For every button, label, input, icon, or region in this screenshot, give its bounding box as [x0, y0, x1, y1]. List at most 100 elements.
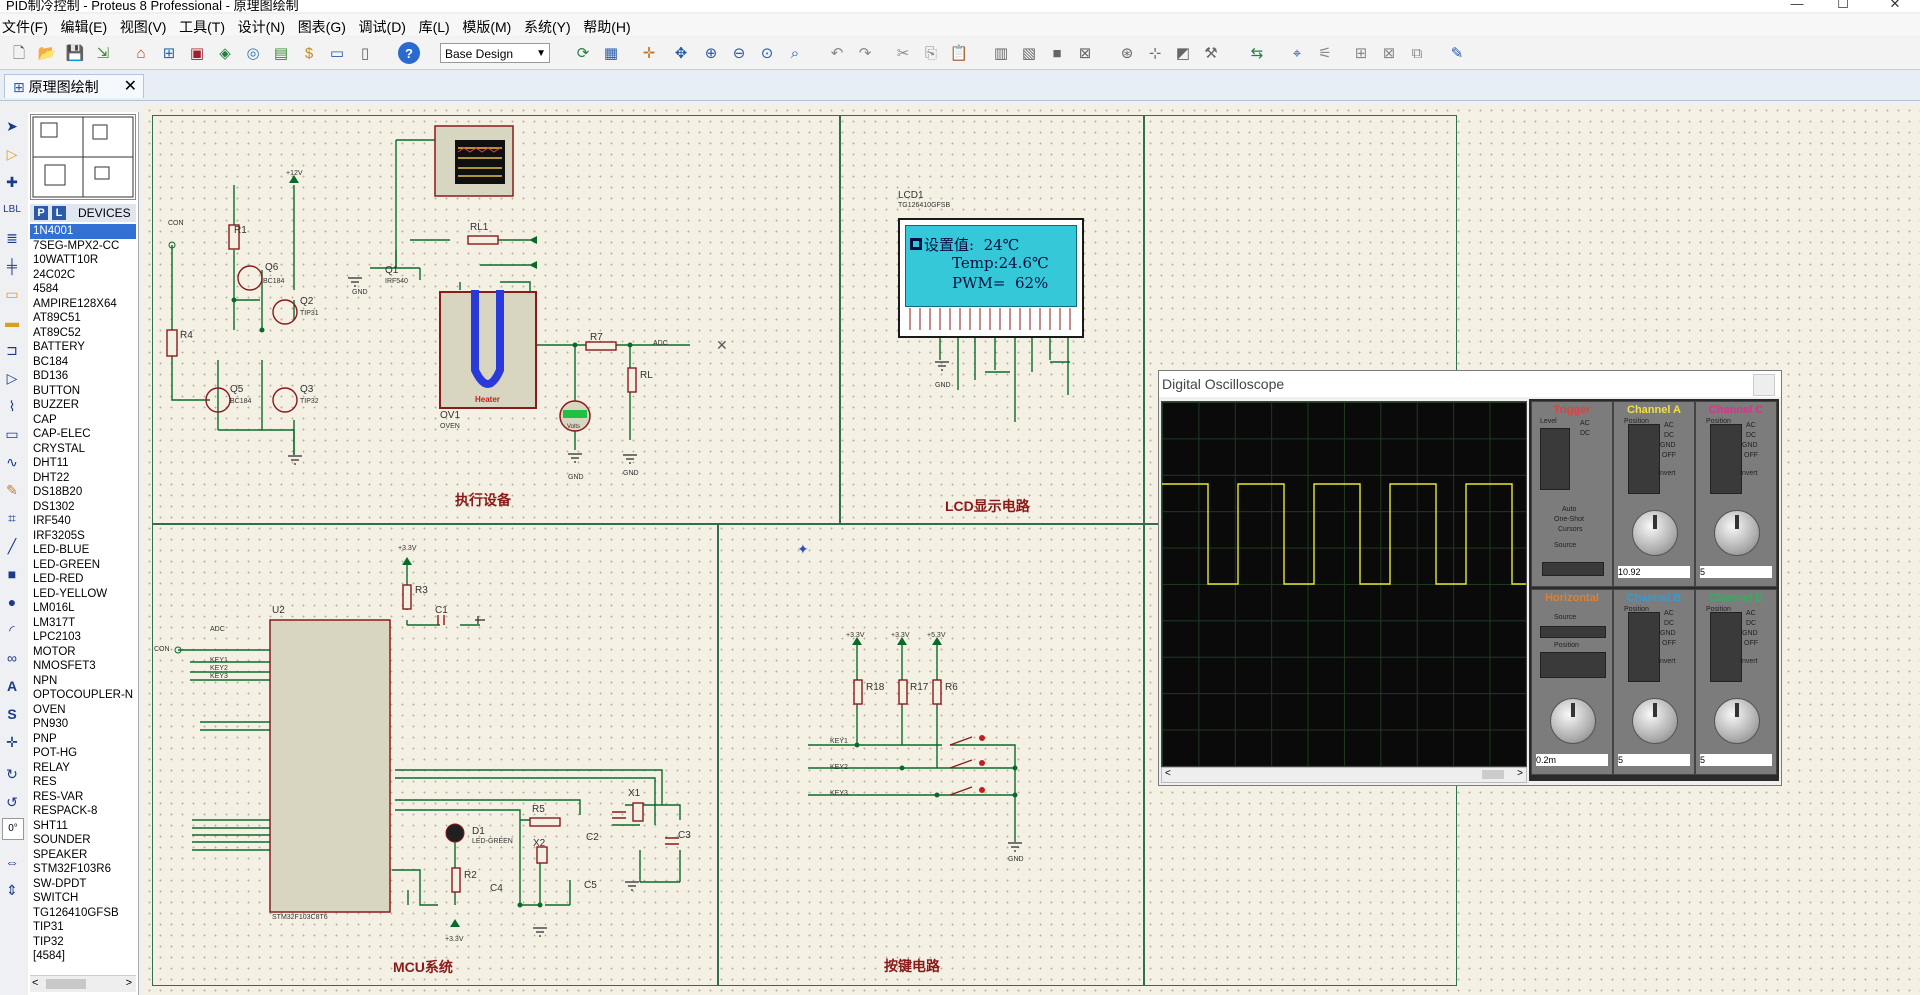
undo-icon[interactable]: ↶ [830, 44, 844, 62]
device-list-item[interactable]: SOUNDER [33, 834, 91, 846]
junction-dot-icon[interactable]: ✚ [6, 174, 18, 190]
rotate-ccw-icon[interactable]: ↺ [6, 794, 18, 810]
symbol-icon[interactable]: S [7, 706, 17, 722]
virtual-instrument-icon[interactable]: ⌗ [8, 510, 16, 526]
channel-b-value[interactable]: 5 [1618, 754, 1690, 766]
device-list-item[interactable]: OPTOCOUPLER-N [33, 689, 134, 701]
device-list-item[interactable]: TG126410GFSB [33, 906, 119, 919]
device-list-item[interactable]: CRYSTAL [33, 442, 85, 455]
horizontal-value[interactable]: 0.2m [1536, 754, 1608, 766]
device-list-item[interactable]: LED-BLUE [33, 544, 90, 556]
channel-b-dc[interactable]: DC [1664, 620, 1675, 627]
channel-b-volts-knob[interactable] [1632, 698, 1678, 744]
graph-icon[interactable]: ▷ [6, 370, 18, 386]
menu-file[interactable]: 文件(F) [2, 19, 48, 35]
device-list-item[interactable]: DHT11 [33, 457, 69, 469]
channel-a-off[interactable]: OFF [1662, 452, 1676, 459]
device-list-item[interactable]: IRF3205S [33, 529, 85, 542]
subcircuit-icon[interactable]: ▭ [5, 286, 19, 302]
device-list-item[interactable]: MOTOR [33, 645, 76, 658]
menu-tools[interactable]: 工具(T) [179, 19, 225, 35]
scroll-left-icon[interactable]: < [32, 977, 39, 989]
device-list-item[interactable]: DS1302 [33, 500, 75, 513]
device-list-item[interactable]: SW-DPDT [33, 877, 87, 890]
path-icon[interactable]: ∞ [7, 650, 17, 666]
device-list-item[interactable]: AT89C52 [33, 326, 81, 339]
bus-icon[interactable]: ╪ [7, 258, 17, 274]
menu-library[interactable]: 库(L) [418, 19, 450, 35]
library-manager-button[interactable]: L [52, 206, 66, 220]
block-rotate-icon[interactable]: ■ [1052, 44, 1062, 62]
channel-a-value[interactable]: 10.92 [1618, 566, 1690, 578]
device-list-item[interactable]: LED-YELLOW [33, 587, 108, 600]
mirror-x-icon[interactable]: ⇔ [5, 854, 19, 870]
device-list-item[interactable]: RESPACK-8 [33, 805, 98, 817]
open-folder-icon[interactable]: 📂 [37, 44, 57, 62]
oven-component[interactable] [439, 291, 537, 409]
device-list-item[interactable]: PN930 [33, 718, 69, 730]
menu-template[interactable]: 模版(M) [462, 19, 512, 35]
oscilloscope-titlebar[interactable]: Digital Oscilloscope [1159, 371, 1781, 397]
code-icon[interactable]: ▭ [329, 44, 345, 62]
channel-a-dc[interactable]: DC [1664, 432, 1675, 439]
bom-icon[interactable]: ▤ [273, 44, 289, 62]
device-list-item[interactable]: LPC2103 [33, 631, 81, 643]
paste-icon[interactable]: 📋 [949, 44, 969, 62]
channel-b-invert[interactable]: Invert [1658, 658, 1676, 665]
menu-help[interactable]: 帮助(H) [583, 19, 631, 35]
device-list-item[interactable]: 1N4001 [30, 224, 136, 239]
menu-system[interactable]: 系统(Y) [523, 19, 571, 35]
device-list-item[interactable]: TIP31 [33, 921, 64, 933]
scroll-right-icon[interactable]: > [125, 977, 132, 989]
scroll-thumb[interactable] [46, 979, 86, 989]
zoom-area-icon[interactable]: ⌕ [790, 44, 800, 62]
generator-icon[interactable]: ▭ [5, 426, 19, 442]
tape-icon[interactable]: ⌇ [8, 398, 16, 414]
channel-a-ac[interactable]: AC [1664, 422, 1674, 429]
component-mode-icon[interactable]: ▷ [6, 146, 18, 162]
wire-autorouter-icon[interactable]: ⇆ [1250, 44, 1264, 62]
device-list-item[interactable]: AMPIRE128X64 [33, 297, 117, 310]
device-list-item[interactable]: BATTERY [33, 341, 85, 353]
zoom-all-icon[interactable]: ⊙ [760, 44, 774, 62]
arc-icon[interactable]: ◜ [9, 622, 15, 638]
channel-a-volts-knob[interactable] [1632, 510, 1678, 556]
search-icon[interactable]: ⌖ [1292, 44, 1302, 62]
oscilloscope-hscroll[interactable]: < > [1161, 767, 1527, 783]
selection-mode-icon[interactable]: ➤ [6, 118, 18, 134]
zoom-out-icon[interactable]: ⊖ [732, 44, 746, 62]
pcb-icon[interactable]: ▣ [189, 44, 205, 62]
trigger-oneshot-label[interactable]: One-Shot [1554, 516, 1584, 523]
close-tab-icon[interactable]: ✕ [123, 78, 137, 95]
device-list-item[interactable]: STM32F103R6 [33, 863, 111, 875]
block-copy-icon[interactable]: ▥ [993, 44, 1009, 62]
channel-c-gnd[interactable]: GND [1742, 442, 1758, 449]
menu-edit[interactable]: 编辑(E) [60, 19, 108, 35]
cost-icon[interactable]: $ [304, 44, 314, 62]
new-sheet-icon[interactable]: ⊞ [1354, 44, 1368, 62]
device-list-item[interactable]: 7SEG-MPX2-CC [33, 239, 120, 252]
device-list-item[interactable]: DS18B20 [33, 486, 83, 498]
refresh-icon[interactable]: ⟳ [576, 44, 590, 62]
channel-d-dc[interactable]: DC [1746, 620, 1757, 627]
channel-d-invert[interactable]: Invert [1740, 658, 1758, 665]
pick-devices-button[interactable]: P [34, 206, 48, 220]
packaging-icon[interactable]: ◩ [1175, 44, 1191, 62]
device-list-item[interactable]: TIP32 [33, 935, 64, 948]
channel-c-volts-knob[interactable] [1714, 510, 1760, 556]
horizontal-source-slider[interactable] [1540, 626, 1606, 638]
channel-c-off[interactable]: OFF [1744, 452, 1758, 459]
trigger-level-slider[interactable] [1540, 428, 1570, 490]
edit-report-icon[interactable]: ✎ [1450, 44, 1464, 62]
grid-icon[interactable]: ▦ [603, 44, 619, 62]
minimize-button[interactable]: — [1790, 0, 1804, 11]
close-button[interactable]: ✕ [1889, 0, 1901, 11]
channel-d-value[interactable]: 5 [1700, 754, 1772, 766]
cut-icon[interactable]: ✂ [896, 44, 910, 62]
device-list-scrollbar[interactable]: < > [30, 975, 136, 992]
channel-a-invert[interactable]: Invert [1658, 470, 1676, 477]
device-list-item[interactable]: IRF540 [33, 515, 71, 527]
make-device-icon[interactable]: ⊹ [1148, 44, 1162, 62]
device-list-item[interactable]: LM016L [33, 602, 75, 614]
rotate-cw-icon[interactable]: ↻ [6, 766, 18, 782]
